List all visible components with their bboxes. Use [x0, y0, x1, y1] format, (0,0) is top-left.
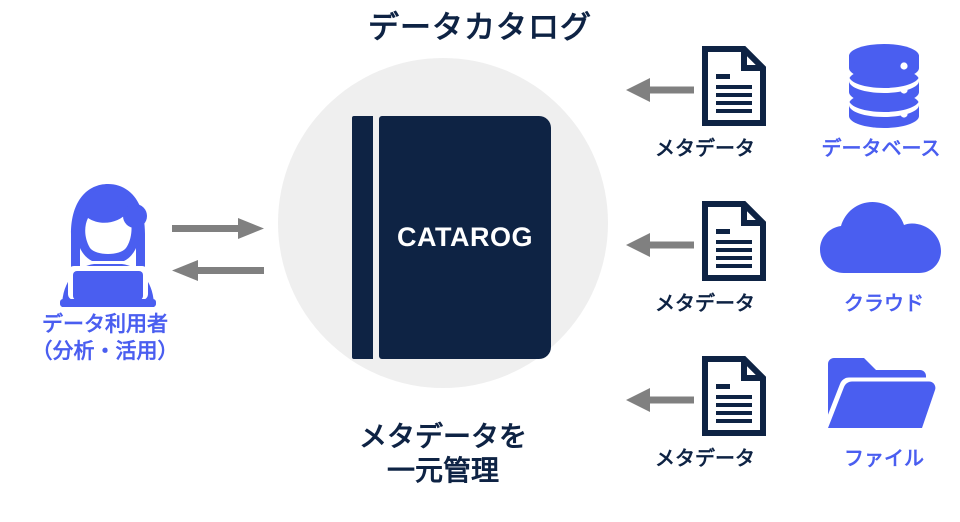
book-spine [352, 116, 373, 359]
arrow-left-icon [172, 260, 264, 281]
catalog-caption-line2: 一元管理 [386, 455, 499, 487]
source-row-file: メタデータ ファイル [626, 344, 960, 494]
book-title-label: CATAROG [397, 222, 533, 252]
cloud-icon [814, 199, 954, 283]
source-row-database: メタデータ [626, 34, 960, 184]
metadata-flow-arrow-left-icon [626, 229, 694, 261]
metadata-flow-arrow-left-icon [626, 384, 694, 416]
source-label-cloud: クラウド [844, 293, 924, 315]
data-consumer-person-icon [38, 182, 178, 307]
document-icon [702, 356, 766, 436]
metadata-label: メタデータ [655, 293, 755, 315]
database-icon [814, 44, 954, 128]
page-title: データカタログ [368, 10, 592, 45]
data-consumer-label: データ利用者 （分析・活用） [0, 312, 210, 366]
source-label-database: データベース [821, 138, 941, 160]
data-catalog-book: CATAROG [379, 116, 551, 359]
source-label-file: ファイル [844, 448, 924, 470]
catalog-caption-line1: メタデータを [358, 421, 527, 452]
arrow-right-icon [172, 218, 264, 239]
catalog-caption: メタデータを 一元管理 [283, 420, 603, 488]
document-icon [702, 46, 766, 126]
source-row-cloud: メタデータ クラウド [626, 189, 960, 339]
data-consumer-label-line1: データ利用者 [42, 313, 168, 336]
metadata-label: メタデータ [655, 448, 755, 470]
metadata-flow-arrow-left-icon [626, 74, 694, 106]
folder-icon [814, 354, 954, 438]
document-icon [702, 201, 766, 281]
data-consumer-label-line2: （分析・活用） [31, 339, 179, 363]
consumer-catalog-arrows [172, 212, 272, 290]
metadata-label: メタデータ [655, 138, 755, 160]
